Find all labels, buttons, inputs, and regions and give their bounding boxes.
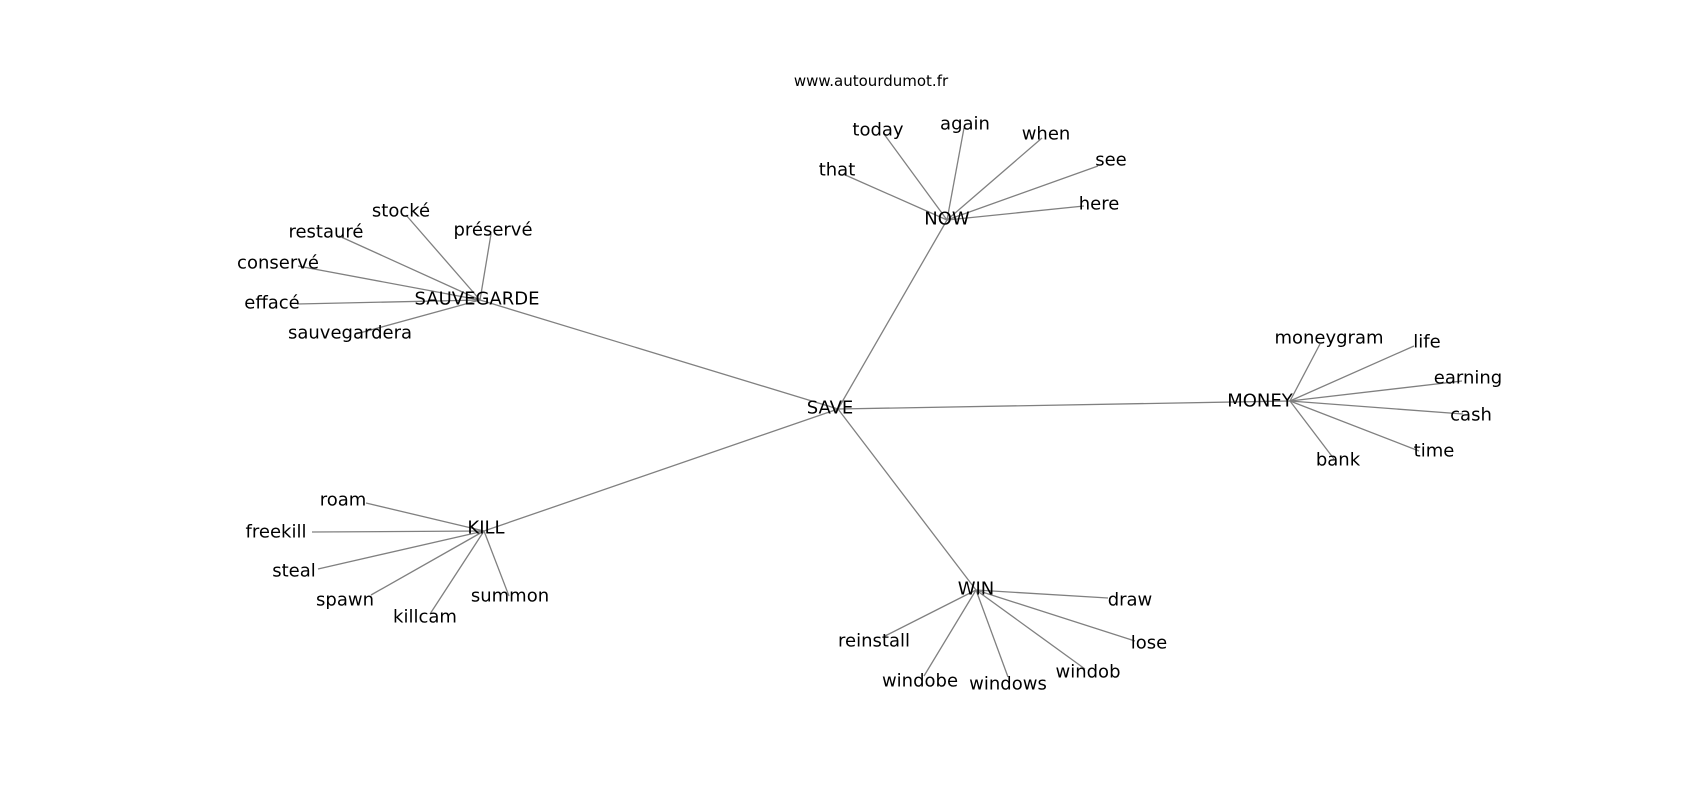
leaf-node-label: draw bbox=[1108, 590, 1153, 611]
edge-sauvegarde-to-leaf bbox=[338, 235, 481, 301]
edge-kill-to-leaf bbox=[429, 530, 485, 615]
leaf-node-label: conservé bbox=[237, 253, 319, 274]
leaf-node-label: sauvegardera bbox=[288, 323, 412, 344]
edge-win-to-leaf bbox=[923, 589, 977, 677]
leaf-node-label: summon bbox=[471, 586, 549, 607]
leaf-node-label: cash bbox=[1450, 405, 1492, 426]
edge-kill-to-leaf bbox=[317, 530, 485, 570]
edge-sauvegarde-to-leaf bbox=[296, 299, 481, 305]
leaf-node-label: moneygram bbox=[1274, 328, 1383, 349]
graph-edges bbox=[296, 127, 1464, 678]
edge-now-to-leaf bbox=[842, 173, 948, 221]
leaf-node-label: windobe bbox=[882, 671, 958, 692]
edge-sauvegarde-to-leaf bbox=[297, 265, 481, 301]
center-node-label: SAVE bbox=[807, 398, 854, 419]
edge-money-to-leaf bbox=[1289, 400, 1464, 415]
leaf-node-label: restauré bbox=[288, 222, 363, 243]
edge-money-to-leaf bbox=[1289, 345, 1415, 402]
leaf-node-label: earning bbox=[1434, 368, 1502, 389]
hub-node-label: WIN bbox=[958, 579, 995, 600]
hub-node-label: SAUVEGARDE bbox=[415, 289, 540, 310]
graph-labels: SAVE NOW today again when see here thatSAUVEGAR… bbox=[237, 114, 1502, 695]
leaf-node-label: freekill bbox=[246, 522, 307, 543]
edge-win-to-leaf bbox=[975, 589, 1109, 599]
hub-node-label: KILL bbox=[467, 518, 504, 539]
leaf-node-label: that bbox=[819, 160, 856, 181]
edge-center-to-kill bbox=[483, 408, 839, 532]
edge-center-to-win bbox=[837, 408, 977, 591]
leaf-node-label: life bbox=[1413, 332, 1440, 353]
edge-now-to-leaf bbox=[883, 133, 948, 221]
leaf-node-label: reinstall bbox=[838, 631, 910, 652]
leaf-node-label: bank bbox=[1316, 450, 1361, 471]
edge-kill-to-leaf bbox=[311, 530, 485, 533]
leaf-node-label: stocké bbox=[372, 201, 430, 222]
leaf-node-label: killcam bbox=[393, 607, 457, 628]
edge-sauvegarde-to-leaf bbox=[479, 233, 492, 301]
leaf-node-label: today bbox=[852, 120, 904, 141]
edge-money-to-leaf bbox=[1289, 400, 1420, 452]
edge-win-to-leaf bbox=[884, 589, 977, 637]
hub-node-label: MONEY bbox=[1227, 391, 1294, 412]
edge-money-to-leaf bbox=[1289, 380, 1463, 402]
edge-kill-to-leaf bbox=[483, 530, 510, 597]
leaf-node-label: again bbox=[940, 114, 990, 135]
leaf-node-label: windows bbox=[969, 674, 1047, 695]
edge-now-to-leaf bbox=[946, 137, 1043, 221]
edge-win-to-leaf bbox=[975, 589, 1086, 670]
site-credit: www.autourdumot.fr bbox=[793, 72, 949, 90]
edge-kill-to-leaf bbox=[370, 530, 485, 596]
edge-win-to-leaf bbox=[975, 589, 1009, 678]
leaf-node-label: lose bbox=[1131, 633, 1167, 654]
edge-money-to-leaf bbox=[1289, 343, 1321, 402]
edge-sauvegarde-to-leaf bbox=[405, 214, 481, 301]
hub-node-label: NOW bbox=[924, 209, 970, 230]
edge-now-to-leaf bbox=[946, 127, 965, 221]
leaf-node-label: préservé bbox=[453, 220, 532, 241]
leaf-node-label: see bbox=[1095, 150, 1127, 171]
leaf-node-label: when bbox=[1022, 124, 1071, 145]
leaf-node-label: steal bbox=[272, 561, 316, 582]
edge-kill-to-leaf bbox=[365, 502, 485, 532]
leaf-node-label: time bbox=[1414, 441, 1455, 462]
leaf-node-label: windob bbox=[1056, 662, 1121, 683]
edge-center-to-money bbox=[837, 400, 1291, 410]
edge-center-to-now bbox=[837, 219, 948, 410]
leaf-node-label: spawn bbox=[316, 590, 374, 611]
edge-now-to-leaf bbox=[946, 165, 1099, 221]
edge-money-to-leaf bbox=[1289, 400, 1335, 460]
leaf-node-label: roam bbox=[320, 490, 367, 511]
edge-now-to-leaf bbox=[946, 205, 1085, 221]
edge-win-to-leaf bbox=[975, 589, 1136, 642]
leaf-node-label: here bbox=[1079, 194, 1120, 215]
edge-sauvegarde-to-leaf bbox=[355, 299, 481, 335]
edge-center-to-sauvegarde bbox=[479, 299, 839, 410]
leaf-node-label: effacé bbox=[244, 293, 299, 314]
